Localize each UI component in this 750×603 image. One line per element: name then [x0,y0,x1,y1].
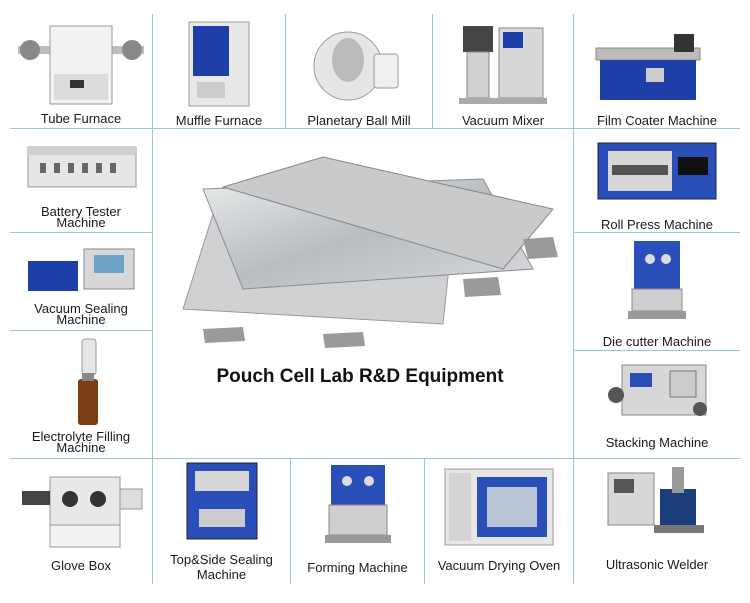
forming-machine-tile: Forming Machine [291,459,424,584]
roll-press-label: Roll Press Machine [601,217,713,232]
film-coater-tile: Film Coater Machine [574,14,740,128]
top-side-sealing-label-1: Top&Side Sealing [170,552,273,567]
ultrasonic-welder-image [607,467,704,533]
muffle-furnace-image [188,21,250,107]
top-side-sealing-label-2: Machine [196,567,247,582]
grid-line [573,14,574,584]
electrolyte-filling-image [78,338,98,425]
vacuum-drying-oven-tile: Vacuum Drying Oven [425,459,573,584]
glove-box-tile: Glove Box [10,459,152,584]
grid-line [432,14,433,128]
stacking-machine-label: Stacking Machine [605,435,709,450]
tube-furnace-tile: Tube Furnace [10,14,152,128]
vacuum-sealing-tile: Vacuum Sealing Machine [10,233,152,330]
stacking-machine-tile: Stacking Machine [574,351,740,458]
electrolyte-filling-tile: Electrolyte Filling Machine [10,331,152,458]
vacuum-mixer-label: Vacuum Mixer [461,113,545,128]
vacuum-mixer-tile: Vacuum Mixer [433,14,573,128]
die-cutter-label: Die cutter Machine [602,334,712,349]
grid-line [424,458,425,584]
planetary-ball-mill-label: Planetary Ball Mill [307,113,411,128]
top-side-sealing-image [186,462,258,540]
ultrasonic-welder-tile: Ultrasonic Welder [574,459,740,584]
page-title: Pouch Cell Lab R&D Equipment [216,366,504,387]
vacuum-sealing-label-2: Machine [56,312,106,327]
grid-line [10,458,740,459]
grid-line [573,350,740,351]
glove-box-label: Glove Box [51,558,111,573]
forming-machine-label: Forming Machine [307,560,408,575]
tube-furnace-label: Tube Furnace [40,111,122,126]
stacking-machine-image [608,364,707,416]
roll-press-tile: Roll Press Machine [574,129,740,232]
muffle-furnace-tile: Muffle Furnace [153,14,285,128]
pouch-cell-image [182,156,558,348]
planetary-ball-mill-tile: Planetary Ball Mill [286,14,432,128]
electrolyte-filling-label-2: Machine [56,440,106,455]
battery-tester-label-1: Battery Tester [41,204,121,219]
grid-line [10,232,152,233]
grid-line [290,458,291,584]
pouch-cell-hero [153,129,573,458]
roll-press-image [597,142,717,200]
grid-line [10,128,740,129]
vacuum-sealing-image [28,248,135,291]
die-cutter-image [628,241,686,319]
grid-line [10,330,152,331]
grid-line [285,14,286,128]
top-side-sealing-tile: Top&Side Sealing Machine [153,459,290,584]
vacuum-drying-oven-image [444,468,554,546]
electrolyte-filling-label-1: Electrolyte Filling [31,429,131,444]
tube-furnace-image [18,25,144,105]
glove-box-image [22,476,143,548]
forming-machine-image [325,465,391,543]
film-coater-image [595,34,701,100]
battery-tester-tile: Battery Tester Machine [10,129,152,232]
ultrasonic-welder-label: Ultrasonic Welder [605,557,709,572]
planetary-ball-mill-image [313,31,399,101]
battery-tester-label-2: Machine [56,215,106,230]
grid-line [152,14,153,584]
battery-tester-image [27,146,137,188]
muffle-furnace-label: Muffle Furnace [175,113,263,128]
die-cutter-tile: Die cutter Machine [574,233,740,350]
vacuum-drying-oven-label: Vacuum Drying Oven [437,558,561,573]
vacuum-sealing-label-1: Vacuum Sealing [34,301,128,316]
vacuum-mixer-image [459,26,547,104]
grid-line [573,232,740,233]
film-coater-label: Film Coater Machine [597,113,717,128]
